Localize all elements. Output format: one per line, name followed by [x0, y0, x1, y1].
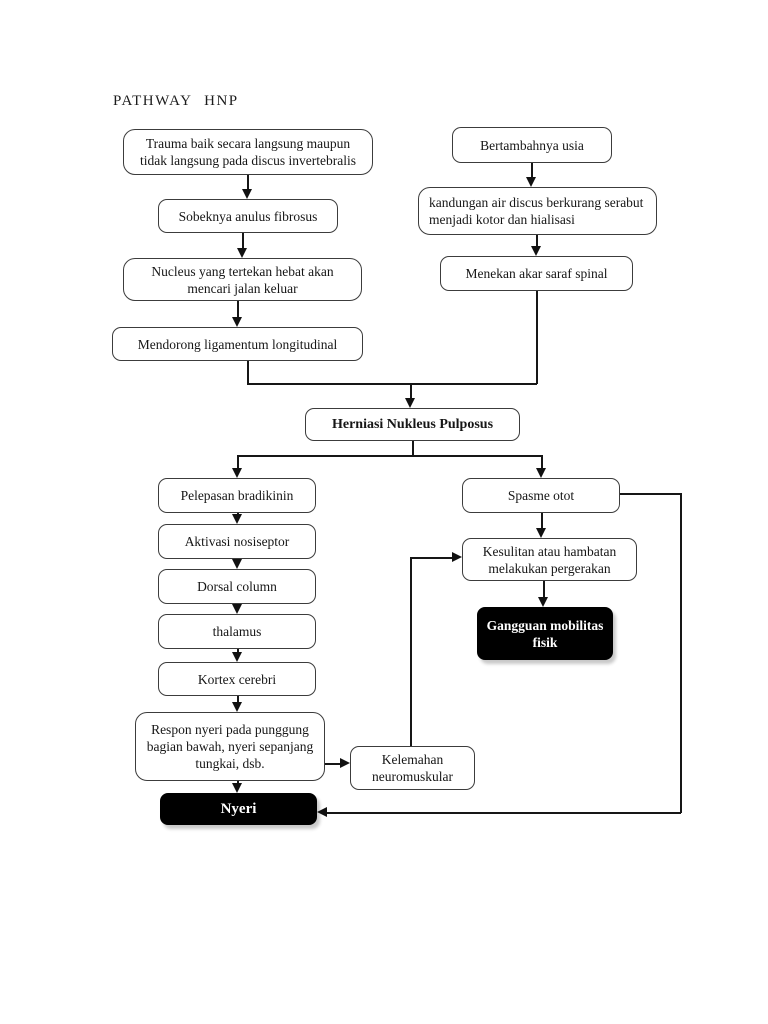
- page-title: PATHWAY HNP: [113, 93, 239, 109]
- arrowhead-branch-pelepasan: [232, 468, 242, 478]
- connector-kesulitan-gangguan: [543, 581, 545, 598]
- node-dorsal-column: Dorsal column: [158, 569, 316, 604]
- node-mendorong-ligamentum: Mendorong ligamentum longitudinal: [112, 327, 363, 361]
- arrowhead-sobeknya-nucleus: [237, 248, 247, 258]
- arrowhead-kelemahan-kesulitan: [452, 552, 462, 562]
- node-trauma: Trauma baik secara langsung maupun tidak…: [123, 129, 373, 175]
- connector-spasme-right: [620, 493, 681, 495]
- node-spasme-otot: Spasme otot: [462, 478, 620, 513]
- connector-merge-horizontal: [247, 383, 537, 385]
- connector-right-nyeri: [326, 812, 681, 814]
- node-kandungan-air: kandungan air discus berkurang serabut m…: [418, 187, 657, 235]
- node-kesulitan-hambatan: Kesulitan atau hambatan melakukan perger…: [462, 538, 637, 581]
- connector-mendorong-merge: [247, 361, 249, 384]
- connector-kelemahan-up: [410, 557, 412, 746]
- arrowhead-kesulitan-gangguan: [538, 597, 548, 607]
- node-nucleus-tertekan: Nucleus yang tertekan hebat akan mencari…: [123, 258, 362, 301]
- node-menekan-saraf: Menekan akar saraf spinal: [440, 256, 633, 291]
- arrowhead-respon-kelemahan: [340, 758, 350, 768]
- connector-merge-herniasi: [410, 383, 412, 399]
- node-nyeri: Nyeri: [160, 793, 317, 825]
- connector-branch-spasme: [541, 455, 543, 469]
- connector-kandungan-menekan: [536, 235, 538, 247]
- connector-herniasi-branch: [412, 441, 414, 456]
- arrowhead-trauma-sobeknya: [242, 189, 252, 199]
- connector-branch-pelepasan: [237, 455, 239, 469]
- arrowhead-merge-herniasi: [405, 398, 415, 408]
- arrowhead-usia-kandungan: [526, 177, 536, 187]
- arrowhead-pelepasan-aktivasi: [232, 514, 242, 524]
- node-respon-nyeri: Respon nyeri pada punggung bagian bawah,…: [135, 712, 325, 781]
- arrowhead-kandungan-menekan: [531, 246, 541, 256]
- connector-kelemahan-kesulitan: [410, 557, 453, 559]
- node-bertambahnya-usia: Bertambahnya usia: [452, 127, 612, 163]
- arrowhead-thalamus-kortex: [232, 652, 242, 662]
- node-pelepasan-bradikinin: Pelepasan bradikinin: [158, 478, 316, 513]
- node-gangguan-mobilitas-fisik: Gangguan mobilitas fisik: [477, 607, 613, 660]
- arrowhead-spasme-kesulitan: [536, 528, 546, 538]
- connector-menekan-merge: [536, 291, 538, 384]
- arrowhead-dorsal-thalamus: [232, 604, 242, 614]
- node-aktivasi-nosiseptor: Aktivasi nosiseptor: [158, 524, 316, 559]
- connector-sobeknya-nucleus: [242, 233, 244, 249]
- arrowhead-right-nyeri: [317, 807, 327, 817]
- arrowhead-branch-spasme: [536, 468, 546, 478]
- arrowhead-nucleus-mendorong: [232, 317, 242, 327]
- connector-respon-kelemahan: [325, 763, 341, 765]
- connector-kortex-respon: [237, 696, 239, 704]
- node-kortex-cerebri: Kortex cerebri: [158, 662, 316, 696]
- connector-right-down: [680, 493, 682, 813]
- arrowhead-kortex-respon: [232, 702, 242, 712]
- connector-trauma-sobeknya: [247, 175, 249, 190]
- node-thalamus: thalamus: [158, 614, 316, 649]
- connector-spasme-kesulitan: [541, 513, 543, 529]
- node-kelemahan-neuromuskular: Kelemahan neuromuskular: [350, 746, 475, 790]
- connector-thalamus-kortex: [237, 649, 239, 654]
- arrowhead-respon-nyeri: [232, 783, 242, 793]
- connector-usia-kandungan: [531, 163, 533, 178]
- connector-nucleus-mendorong: [237, 301, 239, 318]
- arrowhead-aktivasi-dorsal: [232, 559, 242, 569]
- node-sobeknya-anulus: Sobeknya anulus fibrosus: [158, 199, 338, 233]
- node-herniasi-nukleus-pulposus: Herniasi Nukleus Pulposus: [305, 408, 520, 441]
- connector-branch-horizontal: [237, 455, 541, 457]
